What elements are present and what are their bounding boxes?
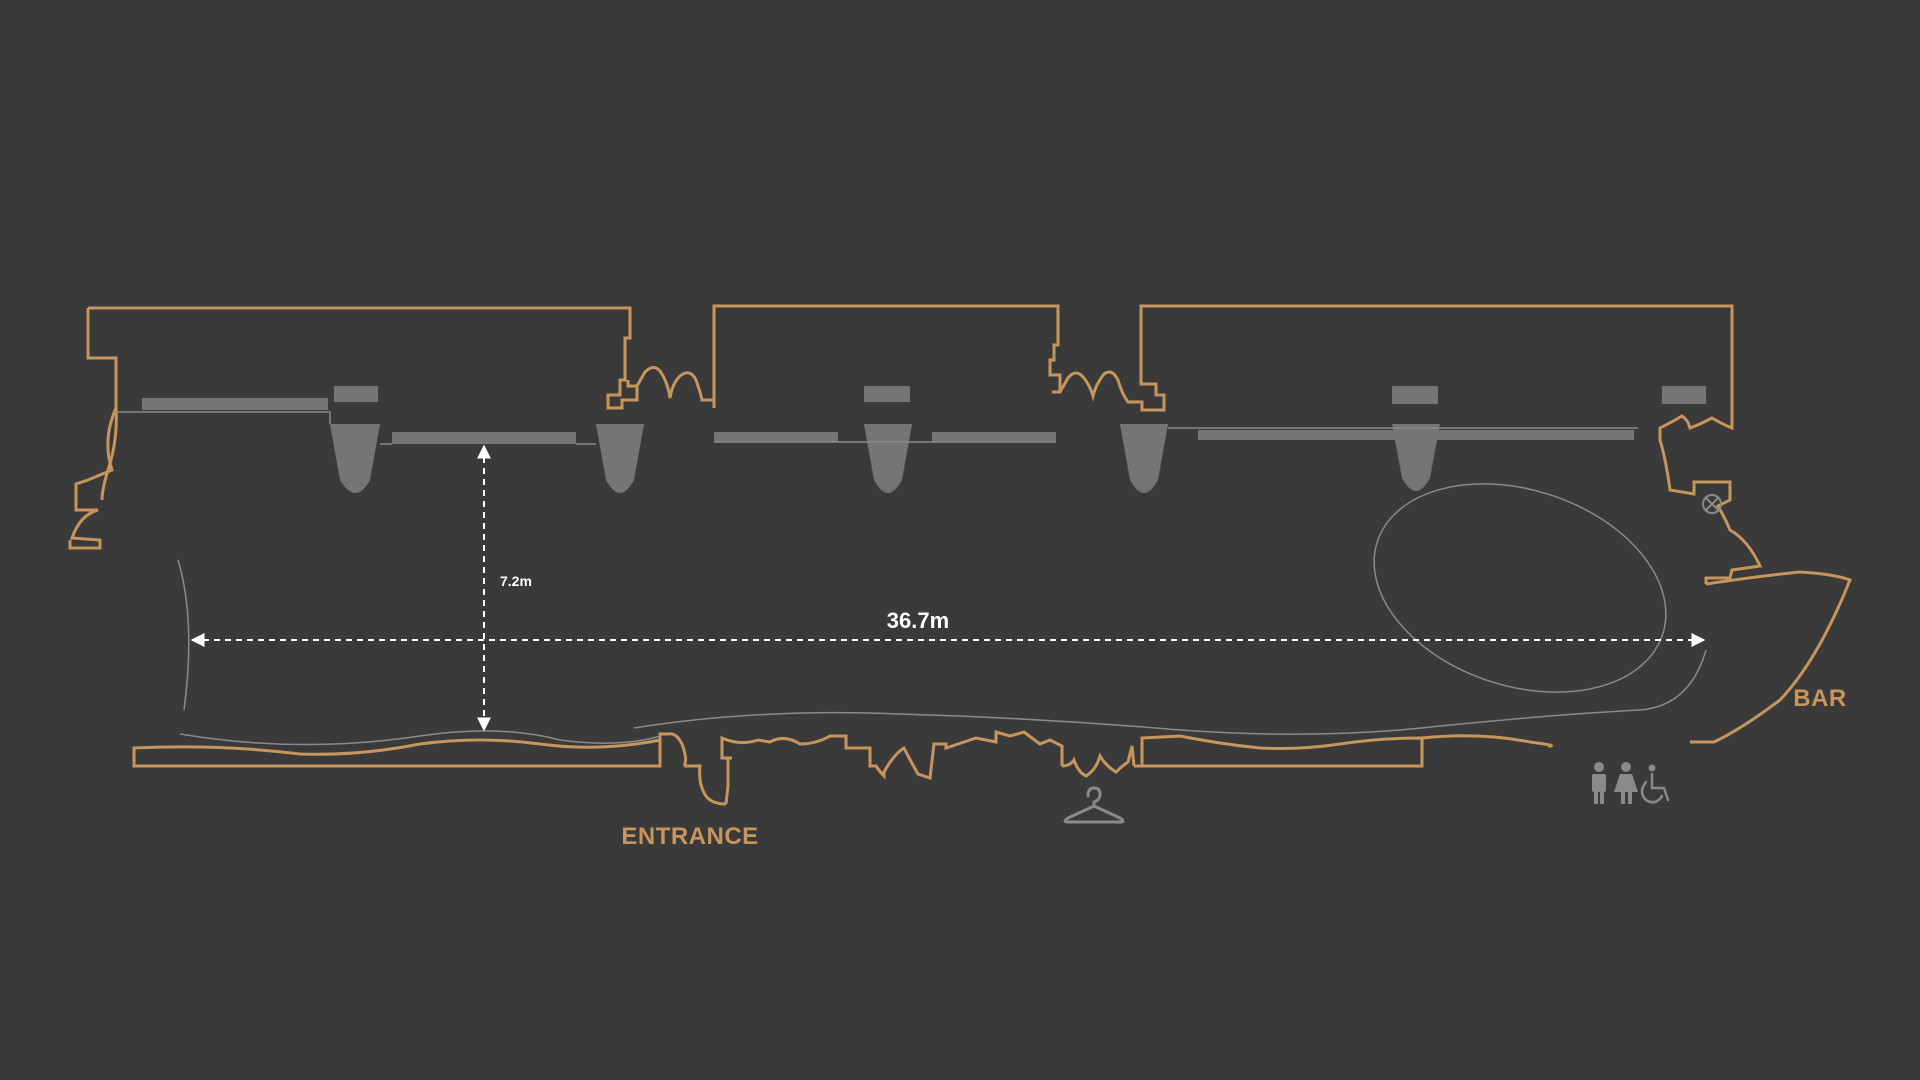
fixtures <box>142 386 1706 493</box>
width-dimension-label: 7.2m <box>500 573 532 589</box>
walls <box>68 304 1852 806</box>
wall-bottom-left <box>132 738 662 768</box>
pillar-2 <box>596 424 644 493</box>
wall-middle-room <box>712 304 1062 408</box>
wall-bottom-right-curve <box>1421 734 1553 748</box>
dance-floor-oval <box>1373 483 1667 693</box>
pillar-3 <box>864 424 912 493</box>
wall-right-room <box>1139 304 1763 584</box>
fixture-block-1 <box>334 386 378 402</box>
fixture-block-3 <box>1392 386 1438 404</box>
pillar-1 <box>330 424 380 493</box>
pillar-4 <box>1120 424 1168 493</box>
coat-hanger-icon <box>1063 786 1125 824</box>
fixture-bench-3 <box>714 432 838 442</box>
dimensions: 36.7m 7.2m <box>190 444 1706 732</box>
wall-left-contour <box>100 407 118 501</box>
fixture-block-4 <box>1662 386 1706 404</box>
fixture-bench-4 <box>932 432 1056 442</box>
fixture-bench-2 <box>392 432 576 444</box>
guide-lines <box>116 411 1707 746</box>
pillar-5 <box>1392 424 1440 491</box>
wall-bottom-right <box>1134 734 1424 768</box>
fixture-block-2 <box>864 386 910 402</box>
bar-label: BAR <box>1793 685 1847 712</box>
wall-left-room <box>68 306 639 550</box>
wall-bottom-middle <box>720 730 1064 781</box>
door-left-mid <box>635 366 716 408</box>
wall-bar <box>1690 570 1852 744</box>
labels: ENTRANCE BAR <box>621 685 1846 850</box>
female-toilet-icon <box>1614 762 1638 804</box>
length-dimension-label: 36.7m <box>887 608 949 633</box>
entrance-label: ENTRANCE <box>621 823 758 850</box>
door-cloakroom <box>1061 745 1136 778</box>
fixture-bench-1 <box>142 398 328 410</box>
male-toilet-icon <box>1592 762 1606 804</box>
fire-exit-icon <box>1702 494 1722 514</box>
accessible-toilet-icon <box>1640 764 1670 804</box>
door-mid-right <box>1058 370 1166 412</box>
